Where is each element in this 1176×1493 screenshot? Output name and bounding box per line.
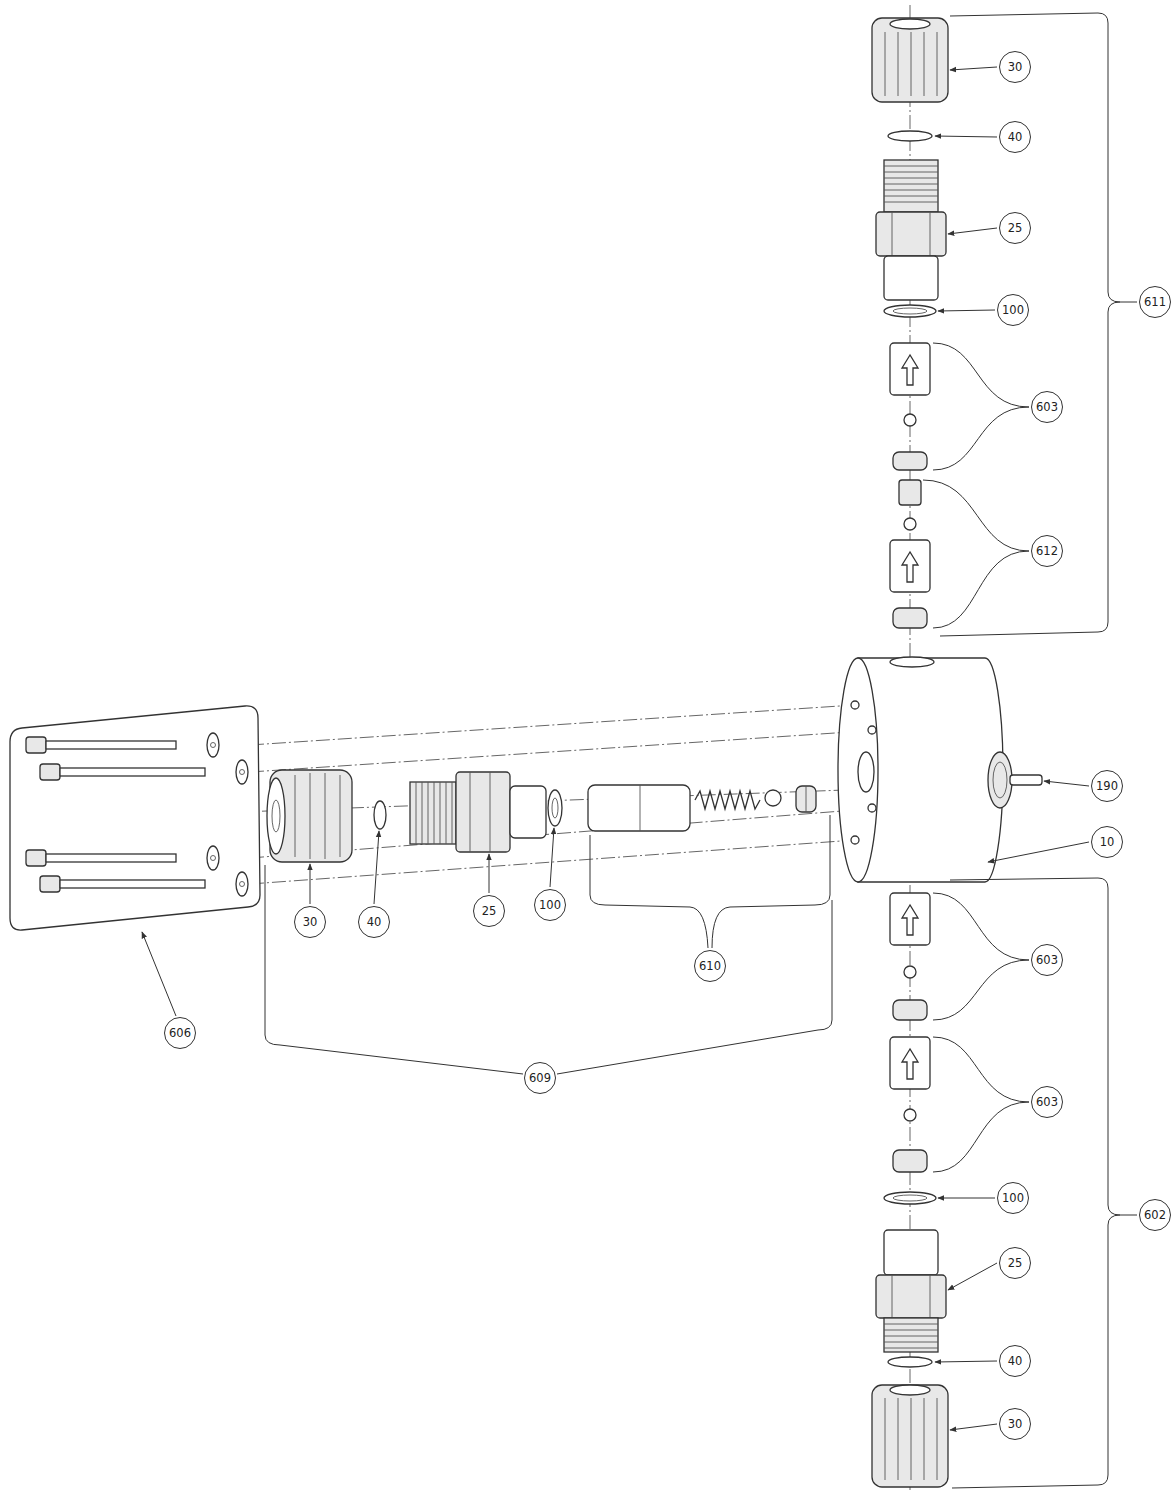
discharge-stack — [267, 770, 816, 862]
callout-number: 40 — [358, 906, 390, 938]
callout-number: 30 — [999, 51, 1031, 83]
callout-number: 25 — [999, 212, 1031, 244]
callout-number: 40 — [999, 1345, 1031, 1377]
callout-number: 603 — [1031, 944, 1063, 976]
callout-number: 100 — [997, 294, 1029, 326]
callout-number: 609 — [524, 1062, 556, 1094]
callout-number: 10 — [1091, 826, 1123, 858]
suction-stack — [872, 18, 948, 628]
bolt-kit — [10, 706, 260, 930]
callout-number: 40 — [999, 121, 1031, 153]
callout-number: 30 — [294, 906, 326, 938]
center-lines — [240, 5, 1040, 1490]
callout-number: 25 — [999, 1247, 1031, 1279]
callout-number: 612 — [1031, 535, 1063, 567]
callout-number: 603 — [1031, 391, 1063, 423]
leader-lines — [142, 13, 1137, 1488]
callout-number: 603 — [1031, 1086, 1063, 1118]
callout-number: 610 — [694, 950, 726, 982]
callout-number: 606 — [164, 1017, 196, 1049]
callout-number: 602 — [1139, 1199, 1171, 1231]
discharge-stack-lower — [872, 893, 948, 1487]
pump-head — [838, 657, 1003, 882]
callout-number: 611 — [1139, 286, 1171, 318]
callout-number: 30 — [999, 1408, 1031, 1440]
callout-number: 100 — [997, 1182, 1029, 1214]
callout-number: 190 — [1091, 770, 1123, 802]
callout-number: 25 — [473, 895, 505, 927]
callout-number: 100 — [534, 889, 566, 921]
diaphragm — [988, 752, 1042, 808]
